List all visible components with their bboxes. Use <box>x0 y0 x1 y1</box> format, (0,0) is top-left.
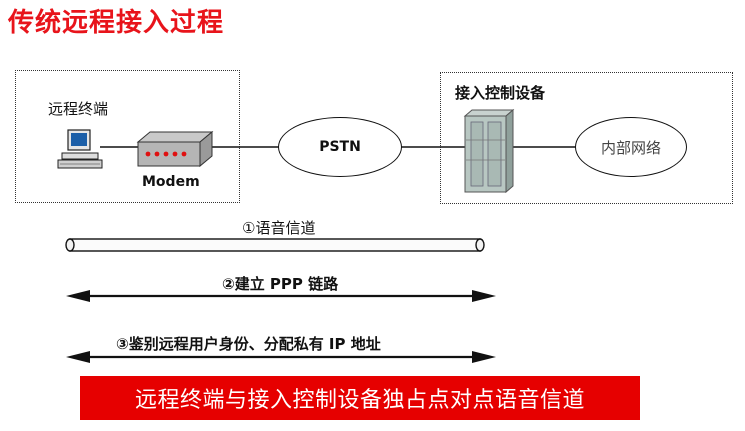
auth-arrow <box>66 351 496 363</box>
pstn-cloud: PSTN <box>278 117 402 177</box>
server-icon <box>463 108 515 194</box>
step-1-label: ①语音信道 <box>242 219 316 237</box>
remote-terminal-label: 远程终端 <box>48 100 109 118</box>
modem-label: Modem <box>142 174 200 190</box>
internal-network-label: 内部网络 <box>600 138 661 157</box>
access-control-label: 接入控制设备 <box>455 84 546 102</box>
modem-icon <box>136 130 214 168</box>
step-2-label: ②建立 PPP 链路 <box>222 275 339 293</box>
pstn-label: PSTN <box>319 139 361 155</box>
page-title: 传统远程接入过程 <box>8 8 225 38</box>
remote-terminal-box <box>15 70 240 203</box>
ppp-link-arrow <box>66 290 496 302</box>
computer-icon <box>57 129 103 169</box>
step-3-label: ③鉴别远程用户身份、分配私有 IP 地址 <box>116 335 381 353</box>
summary-banner: 远程终端与接入控制设备独占点对点语音信道 <box>80 376 640 420</box>
access-control-box <box>440 72 733 204</box>
voice-channel-tube <box>65 238 485 252</box>
internal-network-cloud: 内部网络 <box>575 117 687 177</box>
